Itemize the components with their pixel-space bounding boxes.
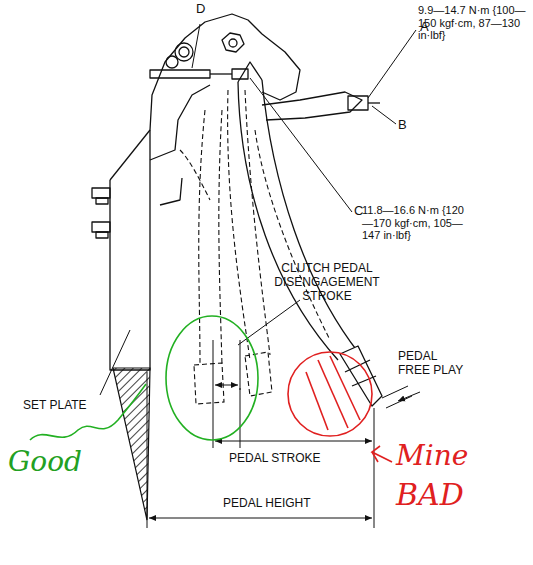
diagram-label: PEDAL STROKE bbox=[226, 451, 324, 467]
diagram-label: SET PLATE bbox=[20, 398, 90, 414]
diagram-label: D bbox=[196, 2, 205, 17]
diagram-label: PEDAL HEIGHT bbox=[220, 496, 314, 512]
handwritten-note: Good bbox=[8, 446, 82, 478]
diagram-label: 9.9—14.7 N·m {100—150 kgf·cm, 87—130 in·… bbox=[418, 4, 530, 42]
diagram-label: C bbox=[354, 204, 363, 219]
diagram-label: PEDAL FREE PLAY bbox=[398, 350, 470, 378]
diagram-label: B bbox=[398, 118, 407, 133]
handwritten-note: BAD bbox=[396, 478, 464, 513]
handwritten-note: Mine bbox=[396, 440, 468, 472]
diagram-label: CLUTCH PEDAL DISENGAGEMENT STROKE bbox=[268, 262, 386, 303]
diagram-label: 11.8—16.6 N·m {120—170 kgf·cm, 105—147 i… bbox=[362, 204, 474, 242]
